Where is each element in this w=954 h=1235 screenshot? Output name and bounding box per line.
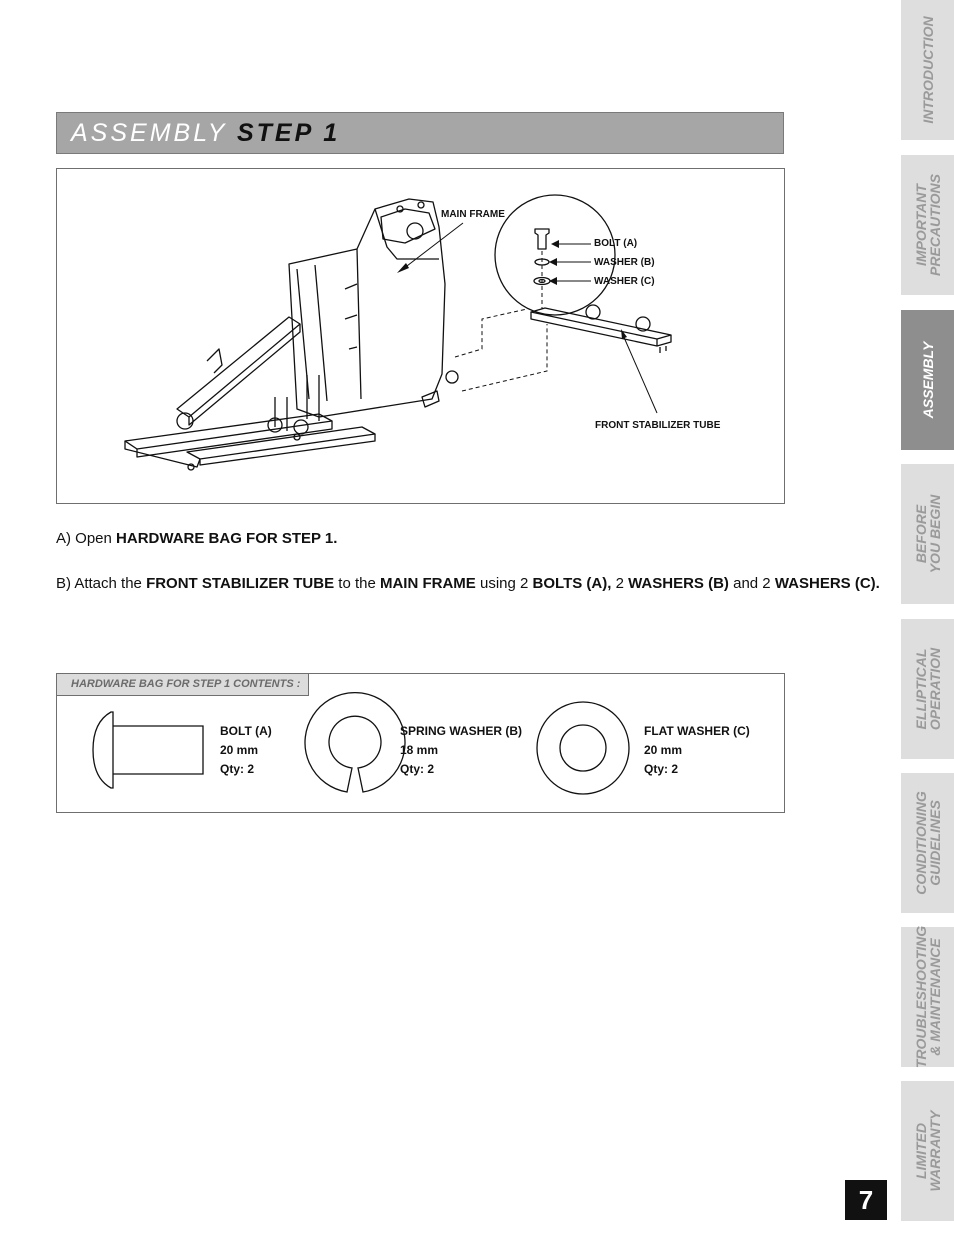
tab-important-precautions[interactable]: IMPORTANT PRECAUTIONS	[901, 155, 954, 295]
instruction-b-bold-4: WASHERS (B)	[628, 575, 729, 592]
hardware-bag-panel: HARDWARE BAG FOR STEP 1 CONTENTS : BOLT …	[56, 673, 785, 813]
label-washer-c: WASHER (C)	[594, 276, 655, 287]
page-number: 7	[845, 1180, 887, 1220]
title-light: ASSEMBLY	[71, 119, 228, 147]
elliptical-illustration	[124, 194, 672, 471]
tab-label: ASSEMBLY	[919, 341, 936, 419]
tab-label: IMPORTANT PRECAUTIONS	[912, 174, 943, 276]
hardware-bag-header-text: HARDWARE BAG FOR STEP 1 CONTENTS :	[71, 678, 301, 690]
instruction-b-text-5: and 2	[728, 575, 775, 592]
part-qty: Qty: 2	[400, 762, 435, 776]
label-bolt-a: BOLT (A)	[594, 238, 638, 249]
part-spring-washer-b: SPRING WASHER (B) 18 mm Qty: 2	[400, 722, 522, 779]
spring-washer-icon	[304, 692, 406, 793]
tab-label: LIMITED WARRANTY	[912, 1110, 943, 1192]
tab-label: INTRODUCTION	[919, 16, 936, 124]
tab-introduction[interactable]: INTRODUCTION	[901, 0, 954, 140]
instruction-b: B) Attach the FRONT STABILIZER TUBE to t…	[56, 575, 880, 592]
title-bold: STEP 1	[236, 119, 341, 147]
part-name: FLAT WASHER (C)	[644, 724, 750, 738]
part-qty: Qty: 2	[220, 762, 255, 776]
label-main-frame: MAIN FRAME	[441, 209, 505, 220]
part-size: 18 mm	[400, 743, 439, 757]
part-name: SPRING WASHER (B)	[400, 724, 523, 738]
tab-label: BEFORE YOU BEGIN	[912, 494, 943, 574]
assembly-diagram: MAIN FRAME BOLT (A) WASHER (B) WASHER (C…	[56, 168, 785, 504]
part-qty: Qty: 2	[644, 762, 679, 776]
instruction-a-text: A) Open	[56, 530, 117, 547]
part-bolt-a: BOLT (A) 20 mm Qty: 2	[220, 722, 272, 779]
instruction-b-text-2: to the	[334, 575, 380, 592]
instruction-b-bold-1: FRONT STABILIZER TUBE	[146, 575, 335, 592]
instruction-b-bold-2: MAIN FRAME	[379, 575, 476, 592]
tab-conditioning-guidelines[interactable]: CONDITIONING GUIDELINES	[901, 773, 954, 913]
tab-assembly[interactable]: ASSEMBLY	[901, 310, 954, 450]
instruction-b-text-1: B) Attach the	[56, 575, 147, 592]
instruction-b-bold-3: BOLTS (A),	[532, 575, 612, 592]
part-flat-washer-c: FLAT WASHER (C) 20 mm Qty: 2	[644, 722, 750, 779]
flat-washer-icon	[536, 701, 630, 795]
label-front-stabilizer-tube: FRONT STABILIZER TUBE	[595, 420, 721, 431]
instruction-a: A) Open HARDWARE BAG FOR STEP 1.	[56, 530, 337, 547]
bolt-icon	[92, 711, 114, 789]
hardware-parts-illustration	[92, 692, 630, 795]
tab-label: CONDITIONING GUIDELINES	[912, 791, 943, 895]
tab-troubleshooting-maintenance[interactable]: TROUBLESHOOTING & MAINTENANCE	[901, 925, 954, 1069]
instruction-b-bold-5: WASHERS (C).	[774, 575, 880, 592]
tab-limited-warranty[interactable]: LIMITED WARRANTY	[901, 1081, 954, 1221]
tab-label: TROUBLESHOOTING & MAINTENANCE	[912, 925, 943, 1069]
part-name: BOLT (A)	[220, 724, 272, 738]
page-title: ASSEMBLY STEP 1	[71, 119, 340, 148]
tab-before-you-begin[interactable]: BEFORE YOU BEGIN	[901, 464, 954, 604]
part-size: 20 mm	[220, 743, 259, 757]
tab-elliptical-operation[interactable]: ELLIPTICAL OPERATION	[901, 619, 954, 759]
part-size: 20 mm	[644, 743, 683, 757]
section-title-bar: ASSEMBLY STEP 1	[56, 112, 784, 154]
hardware-bag-header: HARDWARE BAG FOR STEP 1 CONTENTS :	[57, 674, 309, 696]
label-washer-b: WASHER (B)	[594, 257, 655, 268]
tab-label: ELLIPTICAL OPERATION	[912, 647, 943, 731]
instruction-b-text-4: 2	[611, 575, 629, 592]
instruction-b-text-3: using 2	[475, 575, 533, 592]
instruction-a-bold: HARDWARE BAG FOR STEP 1.	[116, 530, 338, 547]
